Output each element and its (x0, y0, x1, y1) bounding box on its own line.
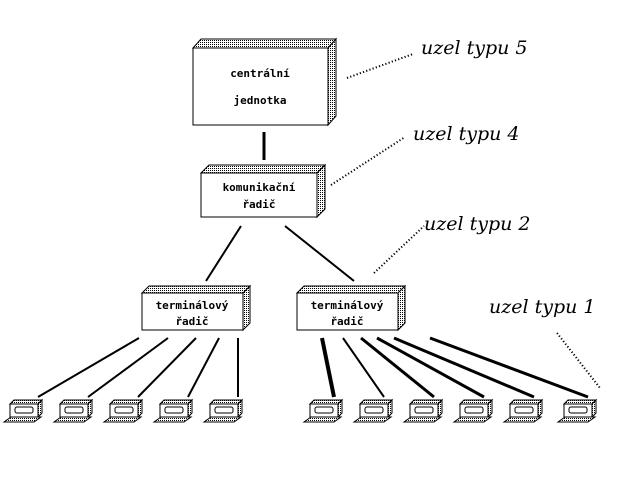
terminal-left-3 (102, 398, 144, 423)
terminal-right-2 (352, 398, 394, 423)
communication-controller-node: komunikační řadič (199, 163, 327, 219)
terminal-link-right-5 (393, 336, 535, 399)
terminal-right-6 (556, 398, 598, 423)
terminal-right-3 (402, 398, 444, 423)
terminal-right-5 (502, 398, 544, 423)
terminal-left-2 (52, 398, 94, 423)
terminals (2, 398, 598, 423)
link-comm-term-right (284, 225, 355, 282)
terminal-link-left-4 (187, 337, 220, 398)
terminal-link-right-4 (376, 336, 485, 399)
callout-node-type-2: uzel typu 2 (424, 213, 531, 235)
terminal-controller-right-label-line2: řadič (330, 315, 363, 328)
leader-type2 (373, 225, 425, 274)
central-unit-label-line1: centrální (230, 67, 290, 80)
link-comm-term-left (205, 225, 242, 282)
terminal-controller-left-label-line2: řadič (175, 315, 208, 328)
terminal-link-right-6 (429, 336, 589, 399)
terminal-link-right-1 (320, 337, 336, 398)
terminal-controller-right-label-line1: terminálový (311, 299, 384, 312)
communication-controller-label-line1: komunikační (223, 181, 296, 194)
terminal-link-left-1 (37, 337, 140, 398)
central-unit-node: centrální jednotka (191, 37, 338, 127)
callout-node-type-4: uzel typu 4 (413, 123, 520, 145)
communication-controller-label-line2: řadič (242, 198, 275, 211)
terminal-link-right-3 (360, 336, 435, 399)
terminal-left-1 (2, 398, 44, 423)
leader-type4 (330, 136, 406, 186)
callout-node-type-1: uzel typu 1 (489, 296, 596, 318)
terminal-controller-right-node: terminálový řadič (295, 284, 407, 332)
leader-type5 (346, 53, 414, 79)
terminal-link-left-3 (137, 337, 197, 398)
terminal-left-5 (202, 398, 244, 423)
terminal-controller-left-label-line1: terminálový (156, 299, 229, 312)
terminal-links (37, 336, 589, 399)
terminal-link-right-2 (342, 337, 385, 398)
callout-leaders (330, 53, 601, 389)
terminal-link-left-2 (87, 337, 169, 398)
callout-node-type-5: uzel typu 5 (421, 37, 528, 59)
leader-type1 (556, 332, 601, 389)
central-unit-label-line2: jednotka (234, 94, 287, 107)
terminal-left-4 (152, 398, 194, 423)
connection-lines (205, 132, 355, 282)
terminal-controller-left-node: terminálový řadič (140, 284, 252, 332)
terminal-right-4 (452, 398, 494, 423)
terminal-right-1 (302, 398, 344, 423)
